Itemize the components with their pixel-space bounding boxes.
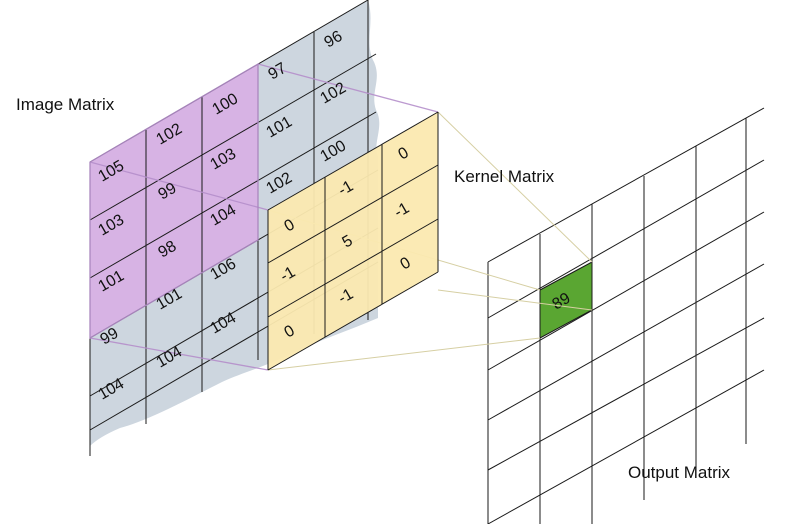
image-cell: 98 [156,238,180,262]
image-cell: 99 [98,325,122,349]
kernel-matrix-label: Kernel Matrix [454,167,555,186]
image-cell: 96 [322,28,346,52]
receptive-field-outline [89,62,439,371]
output-grid [487,107,765,524]
output-value: 89 [550,290,574,314]
image-cell: 97 [266,60,290,84]
kernel-background [268,112,438,370]
image-cell: 99 [156,180,180,204]
output-matrix-label: Output Matrix [628,463,731,482]
image-matrix-label: Image Matrix [16,95,115,114]
kernel-matrix: 0 -1 0 -1 5 -1 0 -1 0 [267,111,439,371]
receptive-field [90,64,258,338]
